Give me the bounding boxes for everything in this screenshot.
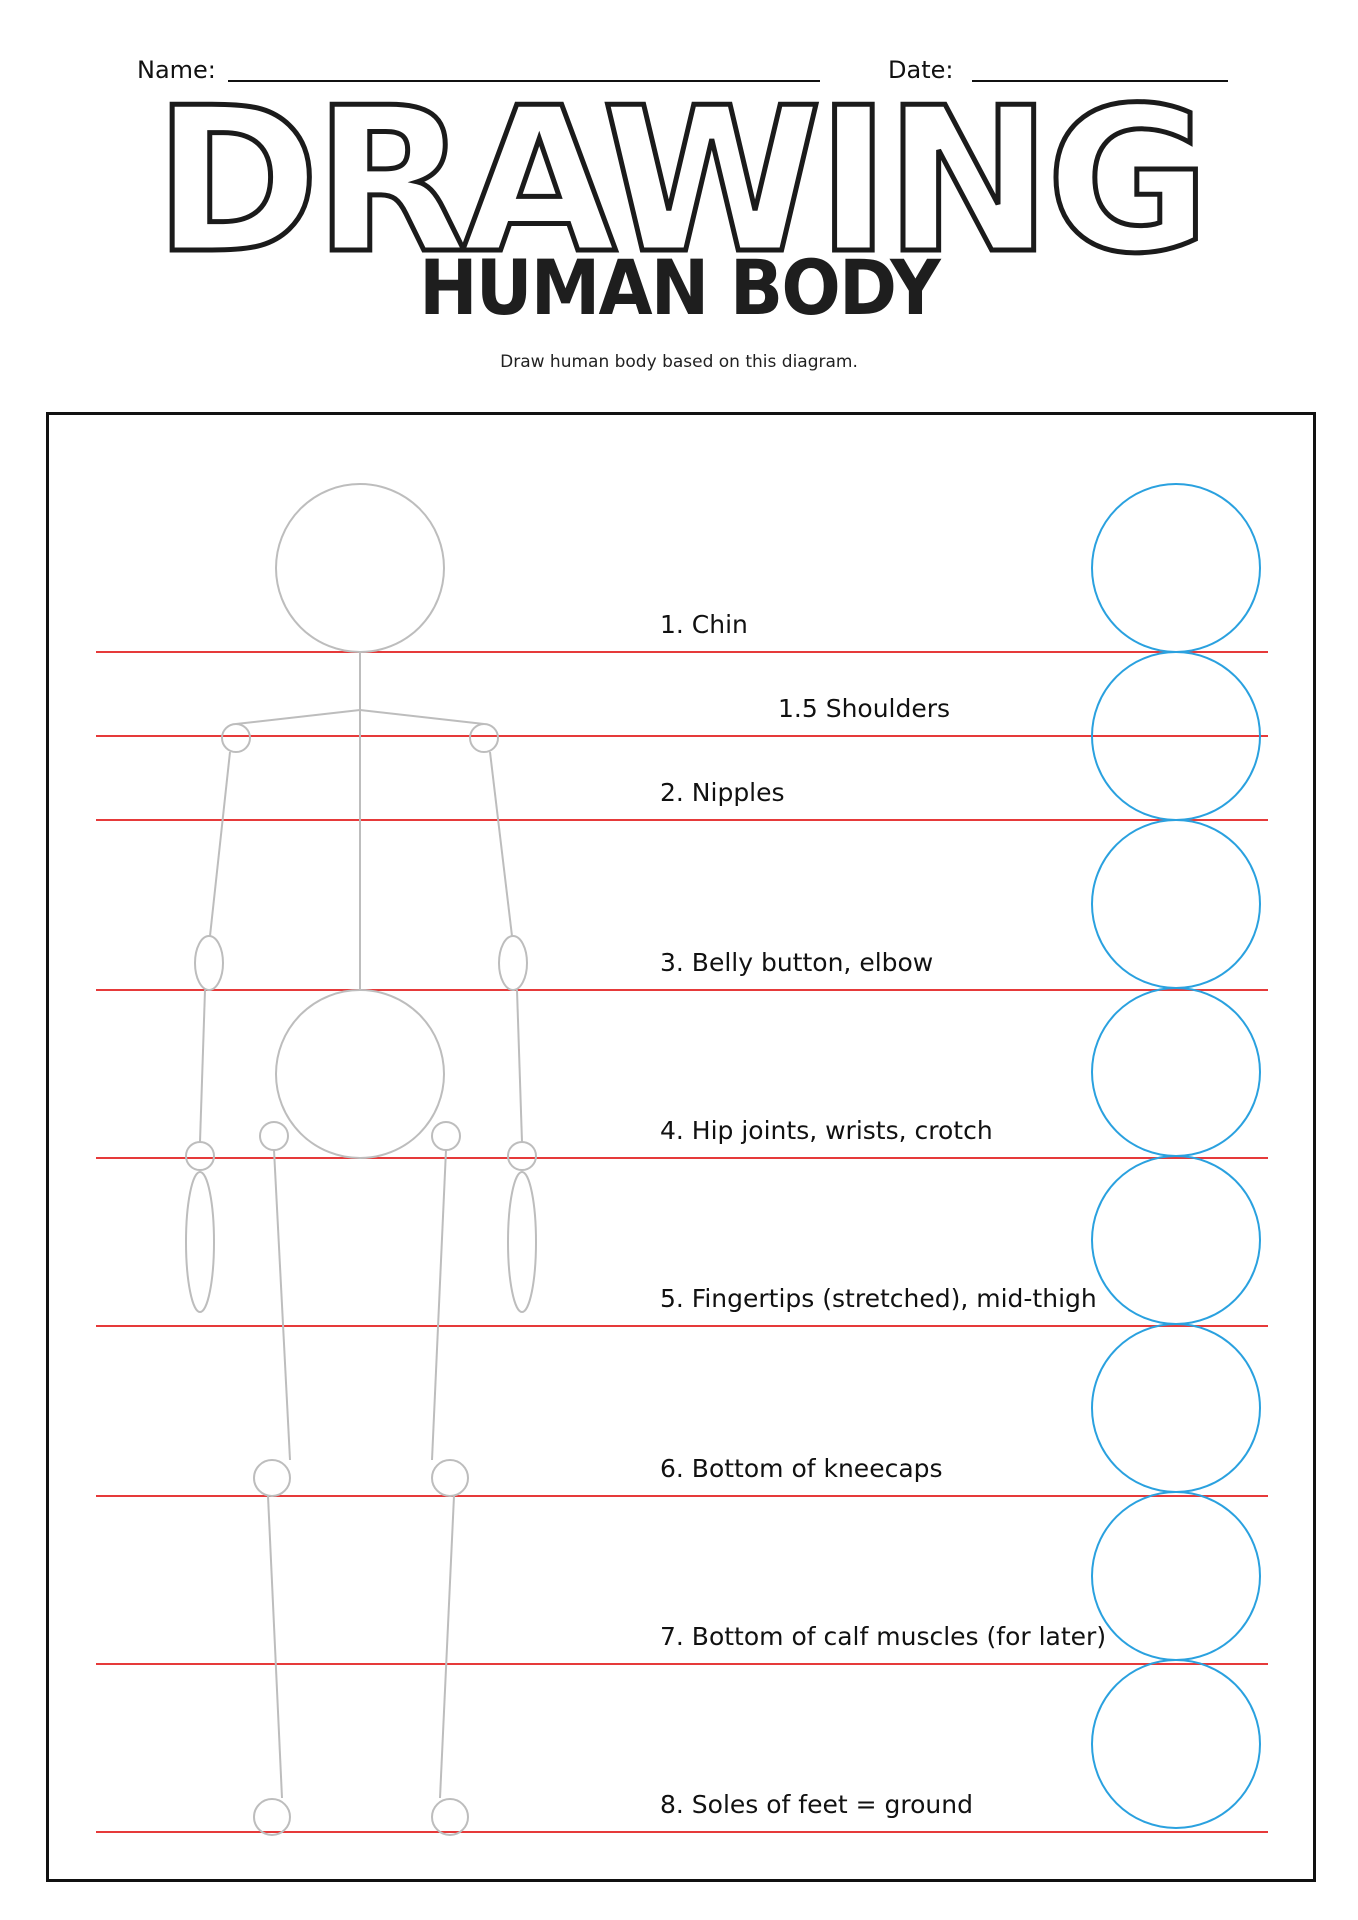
skeleton-pelvis — [275, 989, 445, 1159]
guide-lines — [96, 651, 1268, 1833]
skeleton-right-knee — [431, 1459, 469, 1497]
skeleton-left-shoulder-joint — [221, 723, 251, 753]
instruction-text: Draw human body based on this diagram. — [500, 352, 858, 372]
skeleton-right-thigh — [431, 1149, 447, 1461]
head-unit-circle — [1091, 483, 1261, 653]
skeleton-right-shoulder-joint — [469, 723, 499, 753]
skeleton-right-ankle — [431, 1798, 469, 1836]
proportion-label: 6. Bottom of kneecaps — [660, 1454, 943, 1483]
skeleton-right-hip-joint — [431, 1121, 461, 1151]
name-label: Name: — [137, 56, 216, 84]
title-main: DRAWING — [151, 72, 1212, 292]
head-unit-circle — [1091, 819, 1261, 989]
skeleton-left-ankle — [253, 1798, 291, 1836]
skeleton-head — [275, 483, 445, 653]
proportion-label: 3. Belly button, elbow — [660, 948, 934, 977]
skeleton-left-elbow — [194, 935, 224, 991]
proportion-label: 8. Soles of feet = ground — [660, 1790, 973, 1819]
head-unit-circles — [1091, 483, 1261, 1829]
skeleton-right-shin — [439, 1495, 455, 1799]
skeleton-right-elbow — [498, 935, 528, 991]
proportion-label: 7. Bottom of calf muscles (for later) — [660, 1622, 1107, 1651]
head-unit-circle — [1091, 1659, 1261, 1829]
skeleton-left-wrist — [185, 1141, 215, 1171]
skeleton-left-shoulder — [235, 709, 361, 725]
skeleton-left-forearm — [199, 989, 206, 1143]
title-drawing: DRAWING — [154, 72, 1204, 292]
skeleton-right-forearm — [516, 989, 523, 1143]
skeleton-left-hip-joint — [259, 1121, 289, 1151]
proportion-label: 5. Fingertips (stretched), mid-thigh — [660, 1284, 1097, 1313]
proportion-label: 2. Nipples — [660, 778, 785, 807]
proportion-label: 4. Hip joints, wrists, crotch — [660, 1116, 993, 1145]
skeleton-right-shoulder — [359, 709, 485, 725]
skeleton-left-knee — [253, 1459, 291, 1497]
head-unit-circle — [1091, 987, 1261, 1157]
skeleton-figure — [185, 483, 537, 1836]
skeleton-right-upper-arm — [489, 751, 513, 937]
skeleton-left-shin — [267, 1495, 283, 1799]
skeleton-right-hand — [507, 1171, 537, 1313]
title-human-body: HUMAN BODY — [419, 243, 941, 332]
date-field-line[interactable] — [972, 80, 1228, 82]
date-label: Date: — [888, 56, 954, 84]
head-unit-circle — [1091, 1155, 1261, 1325]
proportion-label: 1. Chin — [660, 610, 748, 639]
name-date-row: Name: Date: — [0, 48, 1358, 88]
skeleton-left-upper-arm — [209, 751, 231, 937]
head-unit-circle — [1091, 1491, 1261, 1661]
skeleton-left-hand — [185, 1171, 215, 1313]
head-unit-circle — [1091, 1323, 1261, 1493]
worksheet-frame — [46, 412, 1316, 1882]
skeleton-right-wrist — [507, 1141, 537, 1171]
skeleton-left-thigh — [273, 1149, 291, 1461]
name-field-line[interactable] — [228, 80, 820, 82]
proportion-label: 1.5 Shoulders — [778, 694, 951, 723]
